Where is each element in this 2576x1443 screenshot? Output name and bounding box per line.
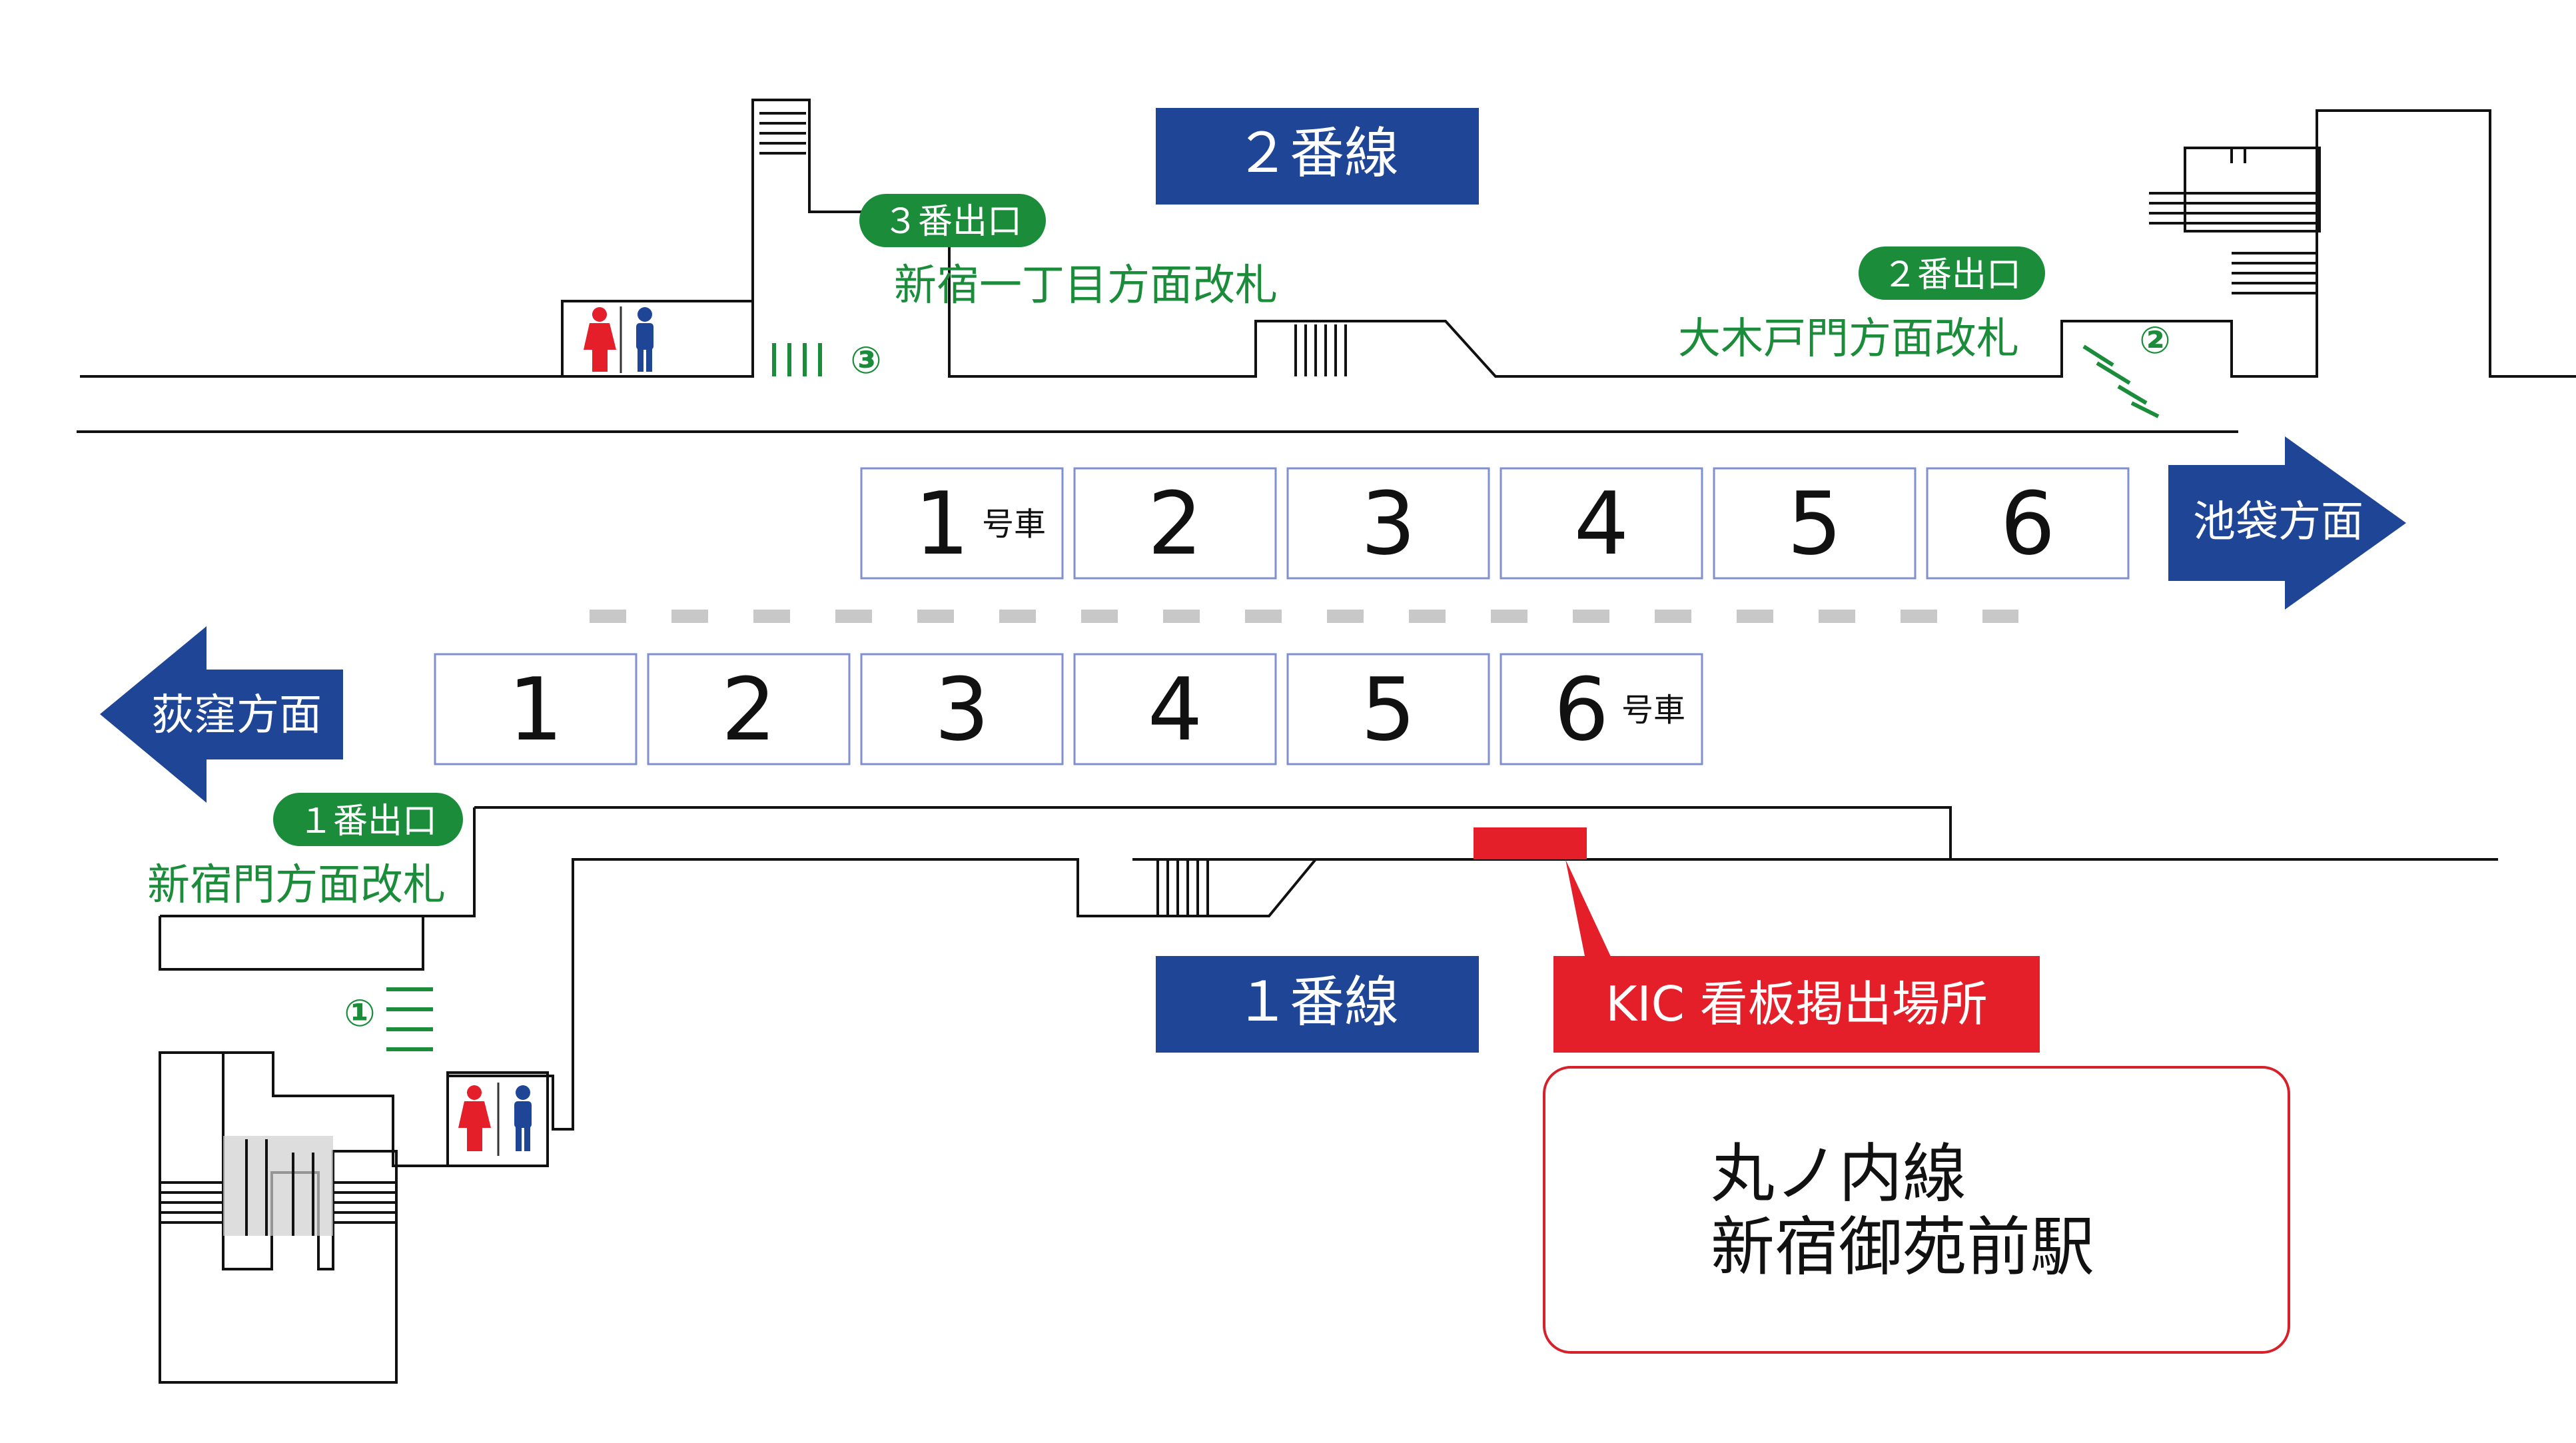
svg-text:１番線: １番線 — [1235, 971, 1399, 1034]
exit3-gate-marker — [772, 343, 822, 376]
car-box — [860, 467, 1064, 580]
car-box — [1500, 653, 1703, 765]
car-number: 3 — [1361, 473, 1416, 574]
exit2-badge: ２番出口 — [1859, 246, 2045, 300]
car-number: 5 — [1787, 473, 1843, 574]
svg-text:３番出口: ３番出口 — [883, 202, 1022, 242]
exit2-gate-name: 大木戸門方面改札 — [1678, 314, 2019, 364]
car-number: 4 — [1574, 473, 1629, 574]
svg-text:２番出口: ２番出口 — [1883, 255, 2021, 295]
sign-callout-pointer — [1565, 859, 1612, 959]
exit1-badge: １番出口 — [273, 793, 463, 846]
escalator-shade — [223, 1136, 333, 1236]
car-unit-label: 号車 — [1621, 692, 1685, 729]
car-number: 1 — [915, 473, 970, 574]
car-box — [1073, 653, 1277, 765]
restroom-icon — [458, 1083, 532, 1156]
east-direction-label: 池袋方面 — [2193, 498, 2363, 547]
car-number: 2 — [721, 659, 777, 760]
sign-location-label: KIC 看板掲出場所 — [1553, 956, 2040, 1053]
car-number: 6 — [1554, 659, 1609, 760]
car-box — [1073, 467, 1277, 580]
car-box — [1713, 467, 1917, 580]
car-box — [1286, 467, 1490, 580]
exit1-gate-marker — [386, 987, 433, 1051]
svg-text:２番線: ２番線 — [1235, 122, 1399, 185]
exit3-marker-number: ③ — [850, 339, 881, 382]
car-unit-label: 号車 — [982, 506, 1046, 543]
car-number: 1 — [508, 659, 564, 760]
exit3-gate-name: 新宿一丁目方面改札 — [894, 261, 1278, 310]
station-name-box: 丸ノ内線 新宿御苑前駅 — [1543, 1066, 2290, 1354]
upper-car-row: 1 号車 2 3 4 5 6 — [860, 467, 2130, 580]
car-box — [434, 653, 638, 765]
direction-arrow-icon: 荻窪方面 — [100, 626, 343, 803]
station-name: 新宿御苑前駅 — [1711, 1210, 2094, 1284]
car-box — [1500, 467, 1703, 580]
car-box — [647, 653, 851, 765]
escalator-rails — [245, 1139, 314, 1236]
exit1-marker-number: ① — [344, 992, 375, 1035]
car-number: 2 — [1148, 473, 1203, 574]
car-number: 5 — [1361, 659, 1416, 760]
direction-arrow-icon: 池袋方面 — [2168, 436, 2406, 610]
west-direction-label: 荻窪方面 — [151, 691, 322, 740]
car-number: 6 — [2000, 473, 2056, 574]
car-number: 4 — [1148, 659, 1203, 760]
exit3-badge: ３番出口 — [859, 194, 1046, 247]
car-box — [1286, 653, 1490, 765]
car-number: 3 — [935, 659, 990, 760]
svg-text:KIC 看板掲出場所: KIC 看板掲出場所 — [1605, 976, 1988, 1032]
exit2-gate-marker — [2082, 344, 2160, 418]
restroom-icon — [584, 306, 653, 373]
track1-label: １番線 — [1156, 956, 1479, 1053]
car-box — [860, 653, 1064, 765]
exit1-gate-name: 新宿門方面改札 — [147, 861, 446, 910]
track2-label: ２番線 — [1156, 108, 1479, 205]
car-box — [1926, 467, 2130, 580]
sign-location-marker — [1474, 827, 1587, 859]
svg-text:１番出口: １番出口 — [298, 801, 437, 841]
upper-platform-wall — [80, 99, 2576, 378]
exit2-marker-number: ② — [2139, 319, 2170, 362]
lower-car-row: 1 2 3 4 5 6 号車 — [434, 653, 1703, 765]
station-line: 丸ノ内線 — [1711, 1137, 1966, 1211]
